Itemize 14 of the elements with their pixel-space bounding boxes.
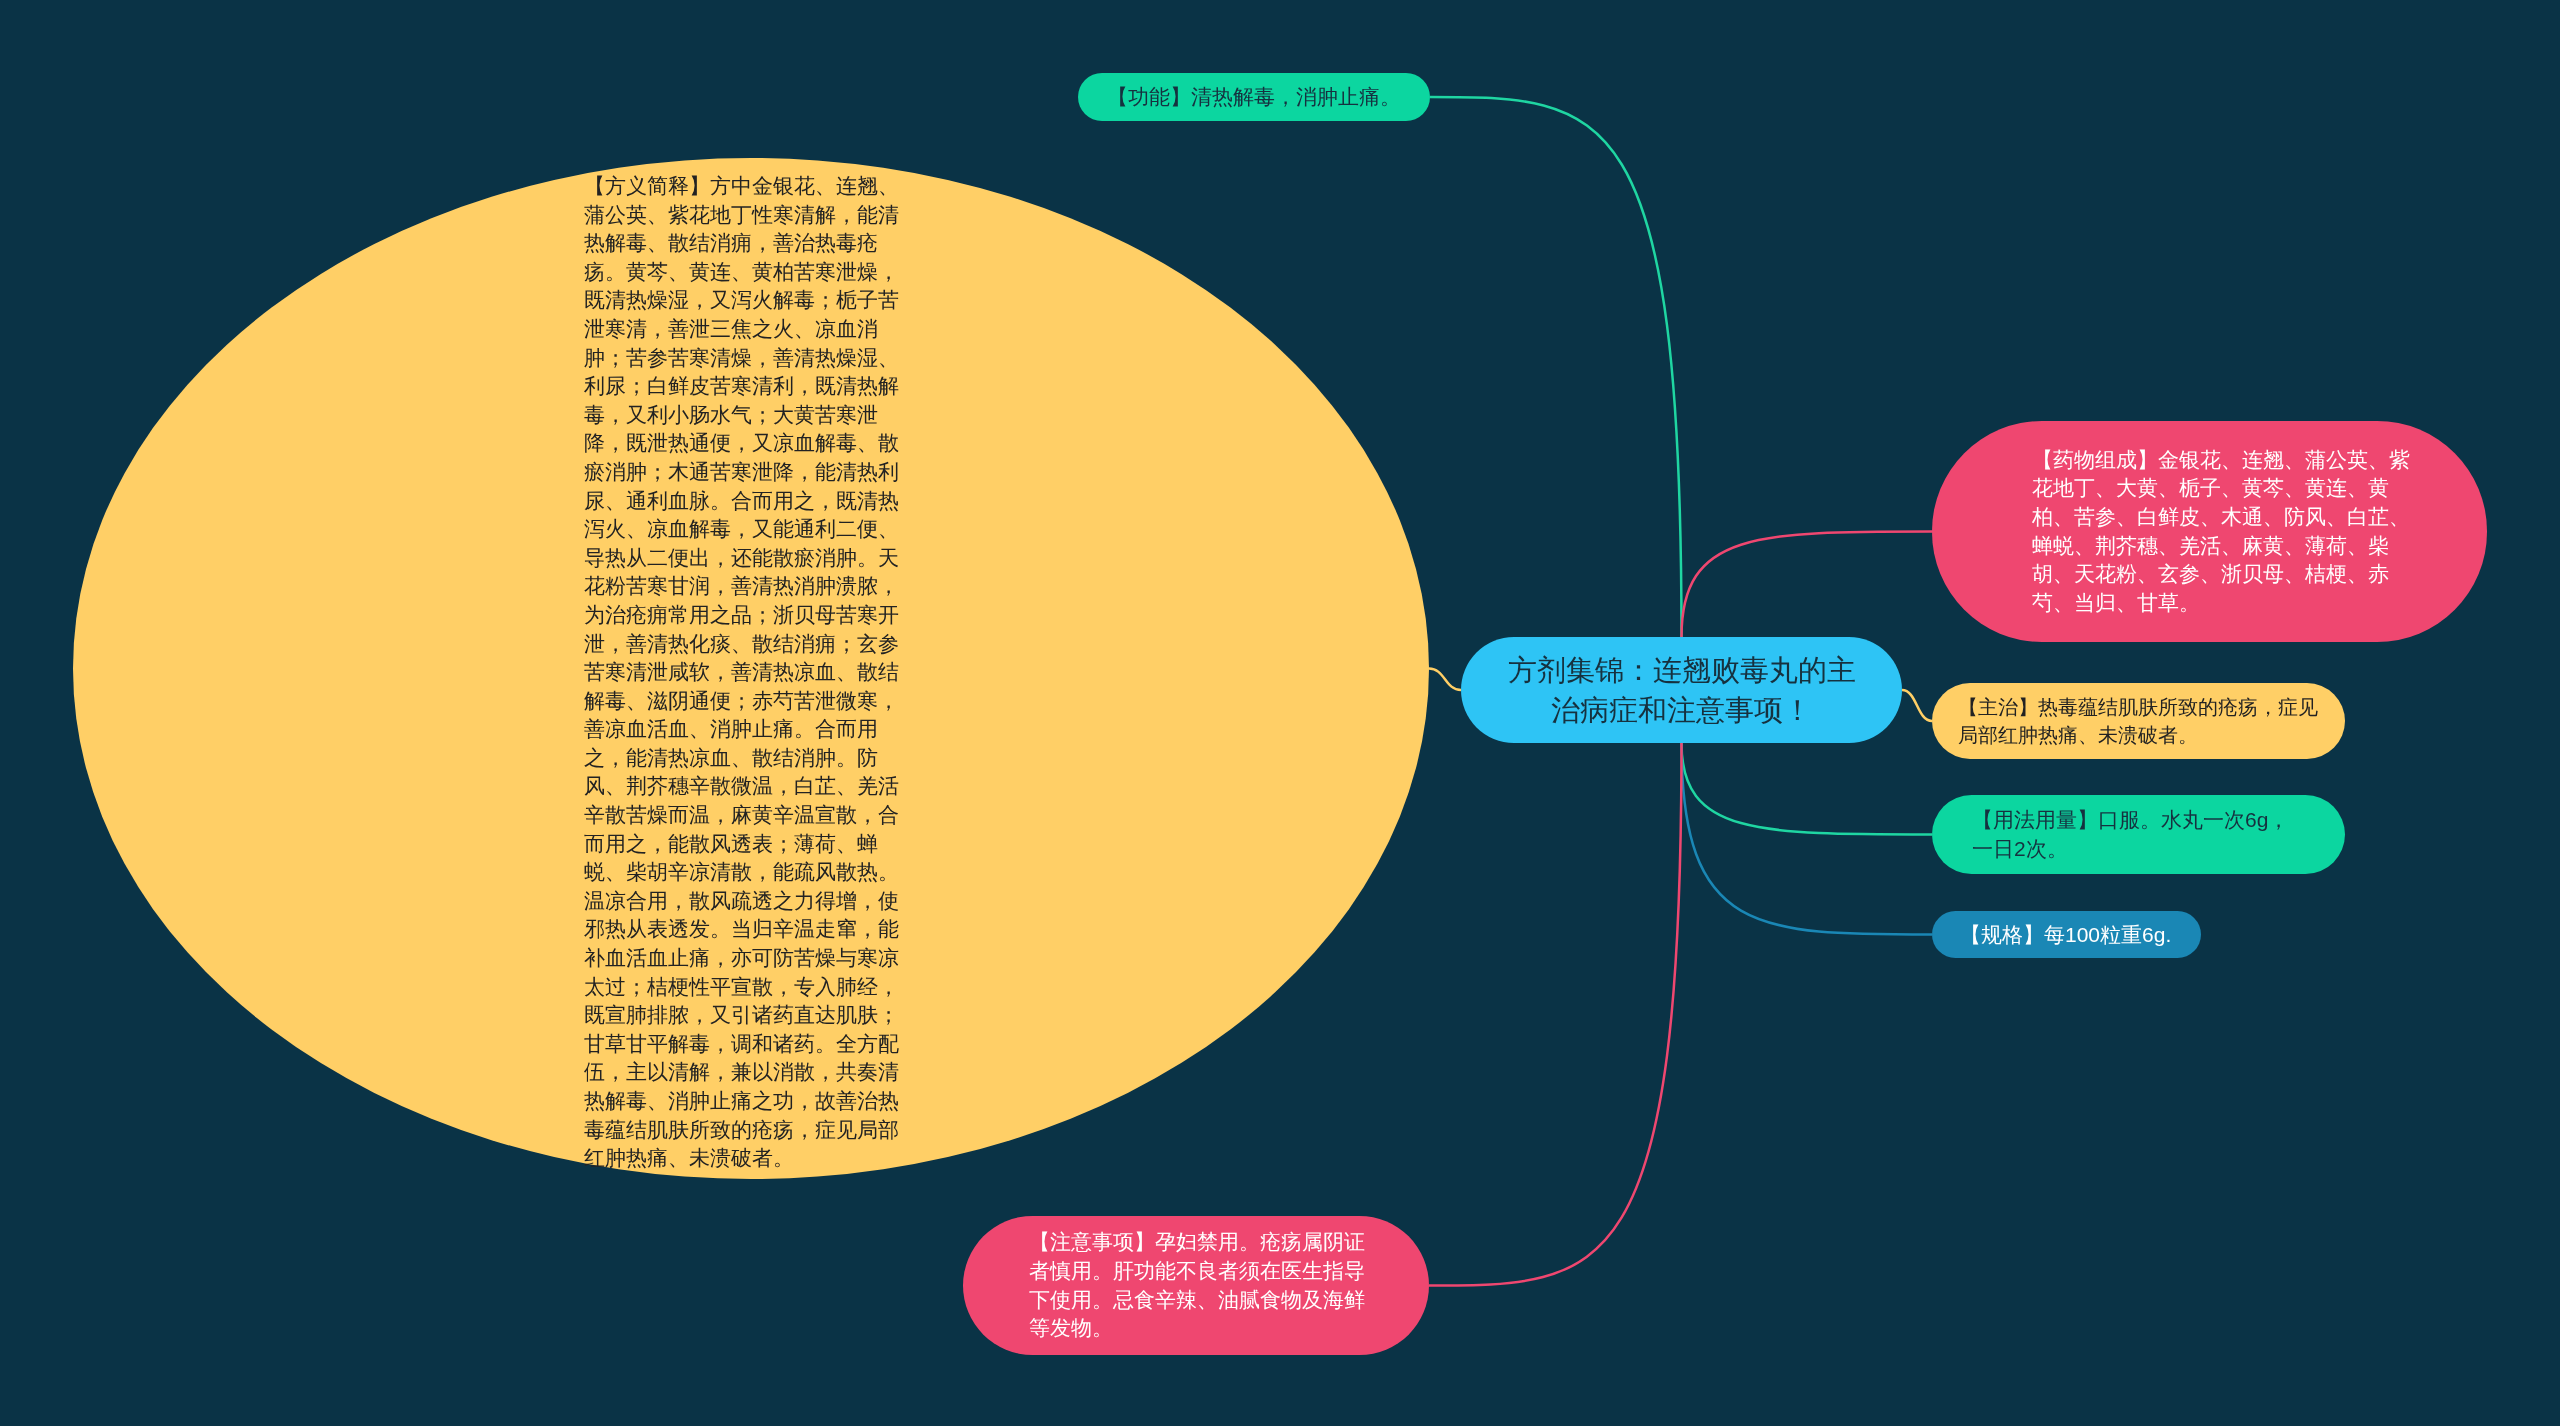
topic-text: 方剂集锦：连翘败毒丸的主治病症和注意事项！ xyxy=(1506,653,1857,728)
connector-line xyxy=(1680,530,1932,638)
connector-line xyxy=(1428,667,1462,692)
topic-text: 【主治】热毒蕴结肌肤所致的疮疡，症见局部红肿热痛、未溃破者。 xyxy=(1958,695,2319,748)
explanation-text: 【方义简释】方中金银花、连翘、蒲公英、紫花地丁性寒清解，能清热解毒、散结消痈，善治热毒疮疡。黄芩、黄连、黄柏苦寒泄燥，既清热燥湿，又泻火解毒；栀子苦泄寒清，善泄三焦之火、凉血消肿；苦参苦寒清燥，善清热燥湿、利尿；白鲜皮苦寒清利，既清热解毒，又利小肠水气；大黄苦寒泄降，既泄热通便，又凉血解毒、散瘀消肿；木通苦寒泄降，能清热利尿、通利血脉。合而用之，既清热泻火、凉血解毒，又能通利二便、导热从二便出，还能散瘀消肿。天花粉苦寒甘润，善清热消肿溃脓，为治疮痈常用之品；浙贝母苦寒开泄，善清热化痰、散结消痈；玄参苦寒清泄咸软，善清热凉血、散结解毒、滋阴通便；赤芍苦泄微寒，善凉血活血、消肿止痛。合而用之，能清热凉血、散结消肿。防风、荆芥穗辛散微温，白芷、羌活辛散苦燥而温，麻黄辛温宣散，合而用之，能散风透表；薄荷、蝉蜕、柴胡辛凉清散，能疏风散热。温凉合用，散风疏透之力得增，使邪热从表透发。当归辛温走窜，能补血活血止痛，亦可防苦燥与寒凉太过；桔梗性平宣散，专入肺经，既宣肺排脓，又引诸药直达肌肤；甘草甘平解毒，调和诸药。全方配伍，主以清解，兼以消散，共奏清热解毒、消肿止痛之功，故善治热毒蕴结肌肤所致的疮疡，症见局部红肿热痛、未溃破者。 xyxy=(584,173,900,1172)
function-topic xyxy=(1078,73,1430,121)
connector-line xyxy=(1429,743,1683,1287)
connector-line xyxy=(1901,688,1933,723)
topic-text: 【注意事项】孕妇禁用。疮疡属阴证者慎用。肝功能不良者须在医生指导下使用。忌食辛辣、油腻食物及海鲜等发物。 xyxy=(1029,1229,1366,1342)
topic-text: 【用法用量】口服。水丸一次6g，一日2次。 xyxy=(1972,806,2291,862)
topic-text: 【规格】每100粒重6g. xyxy=(1960,921,2173,948)
topic-text: 【药物组成】金银花、连翘、蒲公英、紫花地丁、大黄、栀子、黄芩、黄连、黄柏、苦参、白鲜皮、木通、防风、白芷、蝉蜕、荆芥穗、羌活、麻黄、薄荷、柴胡、天花粉、玄参、浙贝母、桔梗、赤芍、当归、甘草。 xyxy=(2032,446,2411,616)
topic-text: 【功能】清热解毒，消肿止痛。 xyxy=(1106,84,1402,110)
specification-topic xyxy=(1932,911,2201,958)
